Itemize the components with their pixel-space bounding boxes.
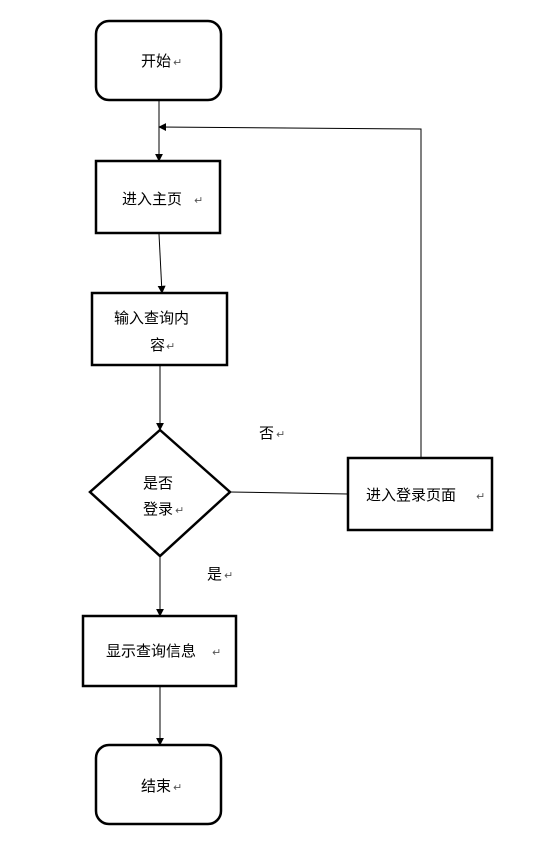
return-mark-icon: ↵ xyxy=(166,340,175,353)
edge-label-no: 否 xyxy=(259,424,274,442)
return-mark-icon: ↵ xyxy=(476,490,485,503)
login-page-node: 进入登录页面 ↵ xyxy=(346,456,494,532)
return-mark-icon: ↵ xyxy=(194,194,203,207)
end-label: 结束 xyxy=(141,777,171,795)
connector-decision-to-login xyxy=(229,491,349,495)
decision-node: 是否 登录 ↵ xyxy=(88,428,232,558)
query-label-line1: 输入查询内 xyxy=(114,309,189,327)
edge-label-yes: 是 xyxy=(207,565,222,583)
start-label: 开始 xyxy=(141,52,171,70)
decision-label-line2: 登录 xyxy=(143,500,173,518)
connector-login-return-loop xyxy=(158,123,422,458)
home-node: 进入主页 ↵ xyxy=(94,159,222,235)
query-label-line2: 容 xyxy=(150,336,165,354)
return-mark-icon: ↵ xyxy=(175,504,184,517)
end-node: 结束 ↵ xyxy=(94,743,223,826)
return-mark-icon: ↵ xyxy=(173,56,182,69)
return-mark-icon: ↵ xyxy=(173,781,182,794)
return-mark-icon: ↵ xyxy=(276,428,285,441)
start-node: 开始 ↵ xyxy=(94,19,223,102)
results-node: 显示查询信息 ↵ xyxy=(81,614,238,688)
results-label: 显示查询信息 xyxy=(106,642,196,660)
connector-home-to-query xyxy=(157,233,166,294)
query-node: 输入查询内 容 ↵ xyxy=(90,291,229,367)
login-page-label: 进入登录页面 xyxy=(366,486,456,504)
decision-label-line1: 是否 xyxy=(143,474,173,492)
return-mark-icon: ↵ xyxy=(224,569,233,582)
return-mark-icon: ↵ xyxy=(212,646,221,659)
home-label: 进入主页 xyxy=(122,190,182,208)
